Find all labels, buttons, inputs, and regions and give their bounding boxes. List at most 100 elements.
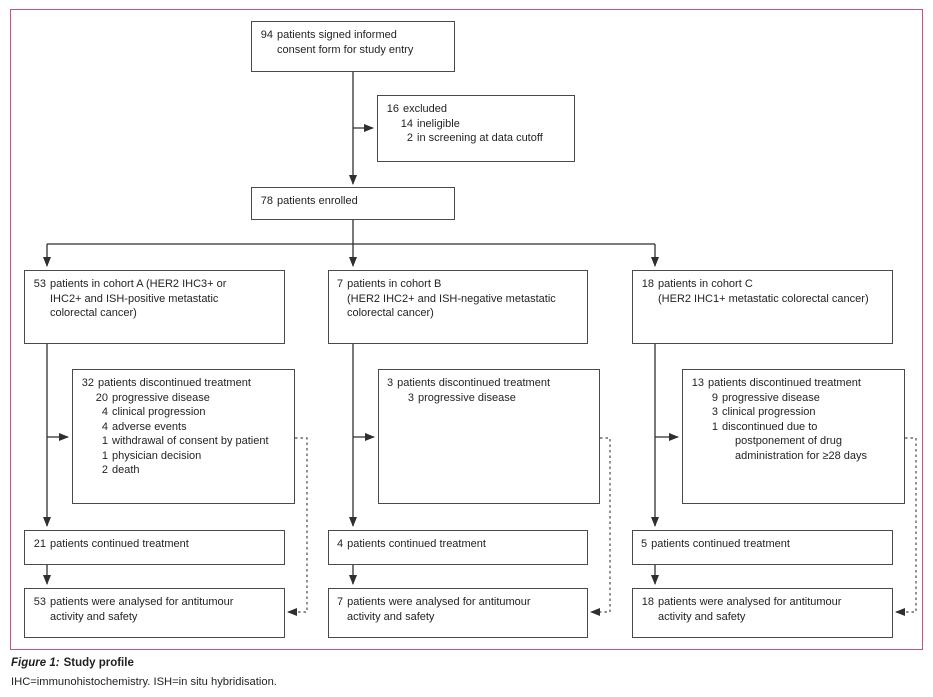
- line-text: patients discontinued treatment: [397, 377, 550, 389]
- line-text: patients discontinued treatment: [708, 377, 861, 389]
- count-value: 94: [260, 29, 273, 41]
- figure-caption: Figure 1:Study profile: [11, 657, 134, 669]
- count-value: 21: [33, 538, 46, 550]
- flow-line: 13 patients discontinued treatment: [691, 376, 896, 391]
- line-text: patients were analysed for antitumour ac…: [50, 596, 234, 623]
- count-value: 9: [711, 391, 718, 404]
- line-text: progressive disease: [418, 391, 516, 404]
- flow-box-excluded: 16 excluded 14 ineligible 2 in screening at…: [377, 95, 575, 162]
- flow-line: 3 progressive disease: [401, 391, 591, 406]
- count-value: 4: [101, 420, 108, 433]
- line-text: adverse events: [112, 420, 187, 433]
- line-text: excluded: [403, 103, 448, 115]
- line-text: patients in cohort B (HER2 IHC2+ and ISH…: [347, 278, 556, 319]
- flow-box-analysed-c: 18 patients were analysed for antitumour …: [632, 588, 893, 638]
- flow-line: 16 excluded: [386, 102, 566, 117]
- line-text: postponement of drug: [735, 435, 843, 447]
- figure-caption-title: Study profile: [63, 657, 134, 669]
- count-value: 3: [407, 391, 414, 404]
- count-value: 1: [101, 449, 108, 462]
- flow-box-continued-a: 21 patients continued treatment: [24, 530, 285, 565]
- line-text: patients continued treatment: [50, 538, 189, 550]
- count-value: 53: [33, 278, 46, 290]
- count-value: 7: [337, 278, 344, 290]
- flow-box-enrolled: 78 patients enrolled: [251, 187, 455, 220]
- count-value: 18: [641, 596, 654, 608]
- count-value: 20: [95, 391, 108, 404]
- flow-line: 21 patients continued treatment: [33, 537, 276, 552]
- line-text: in screening at data cutoff: [417, 132, 543, 144]
- line-text: patients discontinued treatment: [98, 377, 251, 389]
- count-value: 32: [81, 377, 94, 389]
- line-text: patients enrolled: [277, 195, 358, 207]
- count-value: 5: [641, 538, 648, 550]
- count-value: 3: [711, 406, 718, 418]
- line-text: progressive disease: [112, 391, 210, 404]
- line-text: clinical progression: [722, 406, 816, 418]
- figure-footnote: IHC=immunohistochemistry. ISH=in situ hy…: [11, 676, 277, 688]
- flow-line: 1 physician decision: [95, 449, 286, 464]
- flow-line: 2 in screening at data cutoff: [400, 131, 566, 146]
- count-value: 2: [101, 464, 108, 476]
- flow-line: 18 patients in cohort C (HER2 IHC1+ metas…: [641, 277, 884, 306]
- count-value: 13: [691, 377, 704, 389]
- figure-border: [10, 9, 923, 650]
- flow-box-cohort-c: 18 patients in cohort C (HER2 IHC1+ metas…: [632, 270, 893, 344]
- flow-line: 32 patients discontinued treatment: [81, 376, 286, 391]
- count-value: 2: [406, 132, 413, 144]
- count-value: 4: [101, 406, 108, 418]
- count-value: 78: [260, 195, 273, 207]
- figure-caption-label: Figure 1:: [11, 657, 60, 669]
- flow-line: 3 clinical progression: [705, 405, 896, 420]
- flow-line: administration for ≥28 days: [735, 449, 896, 464]
- line-text: progressive disease: [722, 391, 820, 404]
- flow-box-discontinued-a: 32 patients discontinued treatment 20 prog…: [72, 369, 295, 504]
- flow-line: 9 progressive disease: [705, 391, 896, 406]
- count-value: 3: [387, 377, 394, 389]
- line-text: ineligible: [417, 117, 460, 130]
- flow-line: 4 adverse events: [95, 420, 286, 435]
- line-text: death: [112, 464, 140, 476]
- flow-line: 2 death: [95, 463, 286, 478]
- flow-line: 4 clinical progression: [95, 405, 286, 420]
- flow-line: 14 ineligible: [400, 117, 566, 132]
- line-text: patients in cohort C (HER2 IHC1+ metasta…: [658, 278, 869, 305]
- line-text: patients continued treatment: [651, 538, 790, 550]
- line-text: clinical progression: [112, 406, 206, 418]
- count-value: 18: [641, 278, 654, 290]
- flow-line: 18 patients were analysed for antitumour …: [641, 595, 884, 624]
- flow-line: 20 progressive disease: [95, 391, 286, 406]
- line-text: administration for ≥28 days: [735, 449, 867, 462]
- flow-box-analysed-a: 53 patients were analysed for antitumour …: [24, 588, 285, 638]
- count-value: 4: [337, 538, 344, 550]
- flow-line: postponement of drug: [735, 434, 896, 449]
- count-value: 53: [33, 596, 46, 608]
- line-text: physician decision: [112, 449, 202, 462]
- count-value: 7: [337, 596, 344, 608]
- flow-line: 78 patients enrolled: [260, 194, 446, 209]
- count-value: 1: [711, 420, 718, 433]
- count-value: 1: [101, 435, 108, 447]
- count-value: 16: [386, 103, 399, 115]
- count-value: 14: [400, 117, 413, 130]
- line-text: withdrawal of consent by patient: [112, 435, 269, 447]
- line-text: patients were analysed for antitumour ac…: [658, 596, 842, 623]
- line-text: patients continued treatment: [347, 538, 486, 550]
